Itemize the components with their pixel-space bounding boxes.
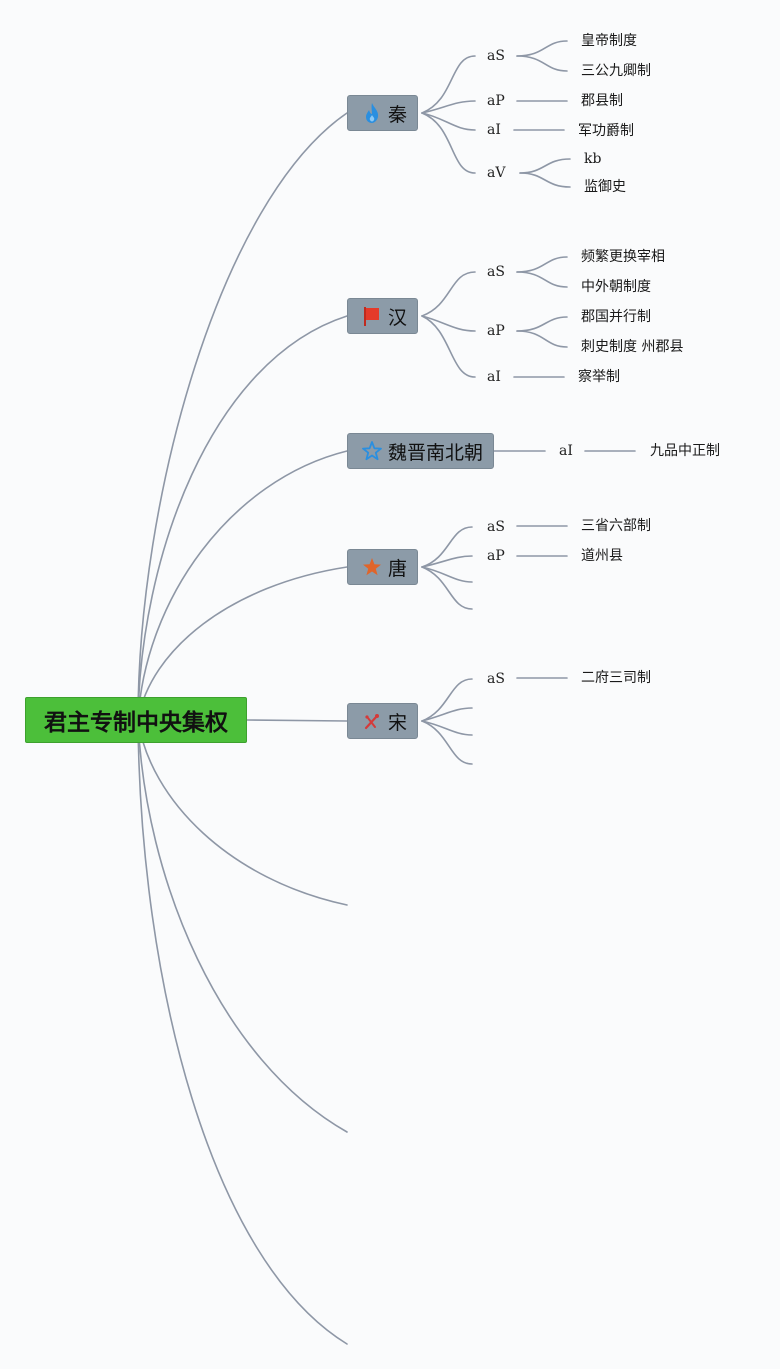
connector-han-p: [421, 315, 476, 332]
connector-han-s-2: [516, 271, 568, 288]
branch-han-label: 汉: [388, 306, 408, 329]
cat-tang-s[interactable]: aS: [485, 517, 507, 537]
leaf-han-i-1[interactable]: 察举制: [578, 366, 620, 388]
cat-han-s[interactable]: aS: [485, 262, 507, 282]
connector-root-qin: [137, 112, 348, 721]
star-icon: [362, 556, 382, 578]
connector-qin-p: [421, 100, 476, 114]
connector-root-empty-3: [137, 719, 348, 1345]
leaf-qin-s-1[interactable]: 皇帝制度: [581, 30, 637, 52]
cat-han-p[interactable]: aP: [485, 321, 507, 341]
root-label: 君主专制中央集权: [44, 710, 228, 736]
connector-qin-v-1: [519, 158, 571, 174]
connector-song-2: [421, 707, 473, 722]
branch-song[interactable]: 宋: [347, 703, 419, 739]
flag-icon: [362, 305, 382, 327]
connector-root-han: [137, 315, 348, 721]
connector-han-s: [421, 271, 476, 317]
leaf-qin-s-2[interactable]: 三公九卿制: [581, 60, 651, 82]
leaf-han-p-2[interactable]: 刺史制度 州郡县: [581, 336, 684, 358]
branch-song-label: 宋: [388, 711, 408, 734]
cat-tang-p[interactable]: aP: [485, 546, 507, 566]
root-connectors: [137, 112, 348, 1345]
song-connectors: [421, 677, 568, 765]
leaf-qin-v-1[interactable]: kb: [584, 148, 602, 170]
star-outline-icon: [362, 440, 382, 462]
connector-qin-s-1: [516, 40, 568, 57]
branch-tang[interactable]: 唐: [347, 549, 419, 585]
branch-tang-label: 唐: [388, 557, 408, 580]
leaf-han-s-2[interactable]: 中外朝制度: [581, 276, 651, 298]
leaf-qin-i-1[interactable]: 军功爵制: [578, 120, 634, 142]
connector-qin-v-2: [519, 172, 571, 188]
flame-icon: [362, 102, 382, 124]
leaf-han-s-1[interactable]: 频繁更换宰相: [581, 246, 665, 268]
cat-qin-v[interactable]: aV: [485, 163, 508, 183]
connector-song-3: [421, 720, 473, 736]
leaf-han-p-1[interactable]: 郡国并行制: [581, 306, 651, 328]
connector-tang-3: [421, 566, 473, 583]
cat-qin-s[interactable]: aS: [485, 46, 507, 66]
tang-connectors: [421, 525, 568, 610]
connector-song-4: [421, 720, 473, 765]
cat-qin-p[interactable]: aP: [485, 91, 507, 111]
leaf-qin-p-1[interactable]: 郡县制: [581, 90, 623, 112]
cat-song-s[interactable]: aS: [485, 669, 507, 689]
branch-wei-label: 魏晋南北朝: [388, 441, 484, 464]
connector-root-tang: [137, 566, 348, 721]
cat-han-i[interactable]: aI: [485, 367, 503, 387]
connector-root-empty-2: [137, 719, 348, 1133]
leaf-qin-v-2[interactable]: 监御史: [584, 176, 626, 198]
connector-han-p-1: [516, 316, 568, 332]
cat-wei-i[interactable]: aI: [557, 441, 575, 461]
connector-qin-i: [421, 112, 476, 131]
crossed-tools-icon: [362, 710, 382, 732]
han-connectors: [421, 256, 568, 378]
connector-qin-s-2: [516, 55, 568, 72]
branch-qin-label: 秦: [388, 103, 408, 126]
root-node[interactable]: 君主专制中央集权: [25, 697, 247, 743]
connector-root-song: [246, 719, 348, 722]
connector-qin-s: [421, 55, 476, 114]
connector-han-p-2: [516, 330, 568, 348]
connector-qin-v: [421, 112, 476, 174]
branch-han[interactable]: 汉: [347, 298, 419, 334]
connector-root-empty-1: [137, 719, 348, 906]
branch-qin[interactable]: 秦: [347, 95, 419, 131]
leaf-song-s-1[interactable]: 二府三司制: [581, 667, 651, 689]
connector-han-i: [421, 315, 476, 378]
connector-tang-s: [421, 526, 473, 568]
connector-root-wei: [137, 450, 348, 721]
connector-han-s-1: [516, 256, 568, 273]
connector-tang-p: [421, 555, 473, 568]
leaf-wei-i-1[interactable]: 九品中正制: [650, 440, 720, 462]
cat-qin-i[interactable]: aI: [485, 120, 503, 140]
connector-tang-4: [421, 566, 473, 610]
connector-song-s: [421, 678, 473, 722]
leaf-tang-s-1[interactable]: 三省六部制: [581, 515, 651, 537]
qin-connectors: [421, 40, 571, 188]
leaf-tang-p-1[interactable]: 道州县: [581, 545, 623, 567]
branch-wei[interactable]: 魏晋南北朝: [347, 433, 495, 469]
